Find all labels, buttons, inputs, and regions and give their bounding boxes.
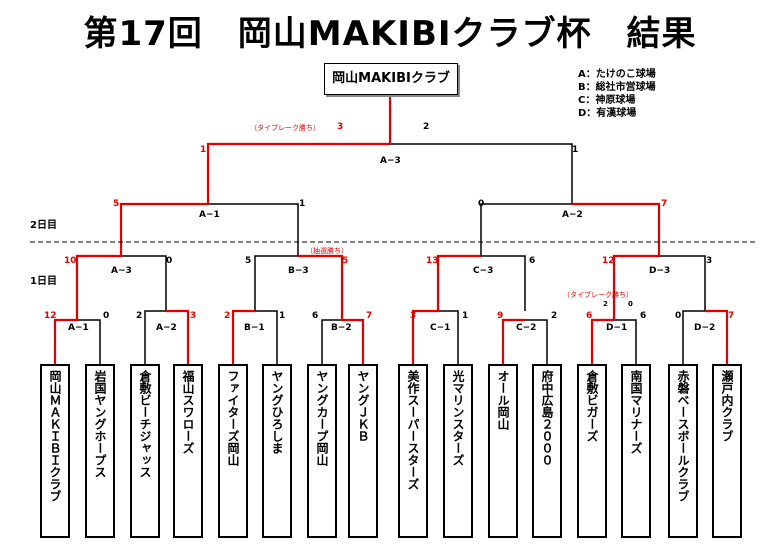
team-box: オール岡山 — [488, 364, 518, 538]
team-box: 光マリンスターズ — [443, 364, 473, 538]
score: 5 — [342, 256, 349, 266]
score: 1 — [462, 311, 469, 321]
score: 7 — [728, 311, 735, 321]
tiebreak-note: （タイブレーク勝ち） — [563, 291, 633, 299]
game-label: C−2 — [516, 323, 537, 333]
game-label: A−2 — [562, 210, 583, 220]
round-label-day1: 1日目 — [30, 276, 57, 287]
team-name: ファイターズ岡山 — [226, 370, 240, 466]
team-name: ヤングカープ岡山 — [315, 370, 329, 466]
score: 2 — [551, 311, 558, 321]
page-title: 第17回 岡山MAKIBIクラブ杯 結果 — [83, 14, 697, 54]
team-name: 美作スーパースターズ — [406, 370, 420, 490]
score: 0 — [478, 199, 485, 209]
score: 1 — [572, 145, 579, 155]
score: 1 — [299, 199, 306, 209]
game-label: C−1 — [430, 323, 451, 333]
team-box: 倉敷ビーチジャッス — [130, 364, 160, 538]
score: 13 — [426, 256, 439, 266]
score: 9 — [497, 311, 504, 321]
team-box: 福山スワローズ — [173, 364, 203, 538]
score: 12 — [44, 311, 57, 321]
score: 3 — [190, 311, 197, 321]
game-label: D−2 — [694, 323, 716, 333]
score: 6 — [529, 256, 536, 266]
team-box: ヤングカープ岡山 — [307, 364, 337, 538]
score: 12 — [602, 256, 615, 266]
team-name: ヤングＪＫＢ — [356, 370, 370, 442]
team-box: 美作スーパースターズ — [398, 364, 428, 538]
team-name: ヤングひろしま — [270, 370, 284, 454]
score: 7 — [366, 311, 373, 321]
game-label: A−3 — [380, 156, 401, 166]
team-box: 瀬戸内クラブ — [712, 364, 742, 538]
team-box: 赤磐ベースボールクラブ — [668, 364, 698, 538]
game-label: D−1 — [606, 323, 628, 333]
team-box: 岩国ヤングホープス — [85, 364, 115, 538]
score: 7 — [661, 199, 668, 209]
team-box: ファイターズ岡山 — [218, 364, 248, 538]
team-box: ヤングＪＫＢ — [348, 364, 378, 538]
team-box: 倉敷ビガーズ — [577, 364, 607, 538]
game-label: B−1 — [244, 323, 265, 333]
tiebreak-score: 2 — [603, 300, 608, 308]
game-label: A−1 — [68, 323, 89, 333]
score: 1 — [200, 145, 207, 155]
lottery-note: （抽選勝ち） — [306, 247, 348, 255]
score: 6 — [640, 311, 647, 321]
score: 6 — [586, 311, 593, 321]
venue-legend: A：たけのこ球場 B：総社市営球場 C：神原球場 D：有漢球場 — [578, 68, 656, 120]
team-name: オール岡山 — [496, 370, 510, 430]
score: 10 — [64, 256, 77, 266]
team-name: 瀬戸内クラブ — [720, 370, 734, 442]
team-name: 倉敷ビガーズ — [585, 370, 599, 442]
legend-item-b: B：総社市営球場 — [578, 82, 656, 93]
game-label: B−2 — [331, 323, 352, 333]
game-label: A−2 — [156, 323, 177, 333]
tiebreak-note: （タイブレーク勝ち） — [250, 124, 320, 132]
tiebreak-score: 2 — [423, 122, 430, 132]
team-name: 岡山ＭＡＫＩＢＩクラブ — [48, 370, 62, 502]
team-name: 倉敷ビーチジャッス — [138, 370, 152, 478]
score: 5 — [113, 199, 120, 209]
team-box: 岡山ＭＡＫＩＢＩクラブ — [40, 364, 70, 538]
champion-box: 岡山MAKIBIクラブ — [324, 63, 458, 95]
team-name: 福山スワローズ — [181, 370, 195, 454]
tiebreak-score: 3 — [337, 122, 344, 132]
score: 0 — [166, 256, 173, 266]
team-box: 南国マリナーズ — [621, 364, 651, 538]
round-label-day2: 2日目 — [30, 220, 57, 231]
game-label: B−3 — [288, 266, 309, 276]
team-name: 赤磐ベースボールクラブ — [676, 370, 690, 502]
team-name: 岩国ヤングホープス — [93, 370, 107, 478]
legend-item-d: D：有漢球場 — [578, 108, 637, 119]
team-name: 光マリンスターズ — [451, 370, 465, 466]
score: 2 — [224, 311, 231, 321]
score: 3 — [706, 256, 713, 266]
team-box: 府中広島２０００ — [532, 364, 562, 538]
tiebreak-score: 0 — [628, 300, 633, 308]
score: 3 — [410, 311, 417, 321]
score: 2 — [136, 311, 143, 321]
score: 5 — [245, 256, 252, 266]
team-name: 南国マリナーズ — [629, 370, 643, 454]
team-name: 府中広島２０００ — [540, 370, 554, 466]
legend-item-a: A：たけのこ球場 — [578, 69, 656, 80]
team-box: ヤングひろしま — [262, 364, 292, 538]
game-label: A−1 — [199, 210, 220, 220]
score: 0 — [103, 311, 110, 321]
game-label: A−3 — [111, 266, 132, 276]
score: 6 — [312, 311, 319, 321]
score: 0 — [675, 311, 682, 321]
score: 1 — [279, 311, 286, 321]
game-label: D−3 — [649, 266, 671, 276]
game-label: C−3 — [473, 266, 494, 276]
legend-item-c: C：神原球場 — [578, 95, 636, 106]
